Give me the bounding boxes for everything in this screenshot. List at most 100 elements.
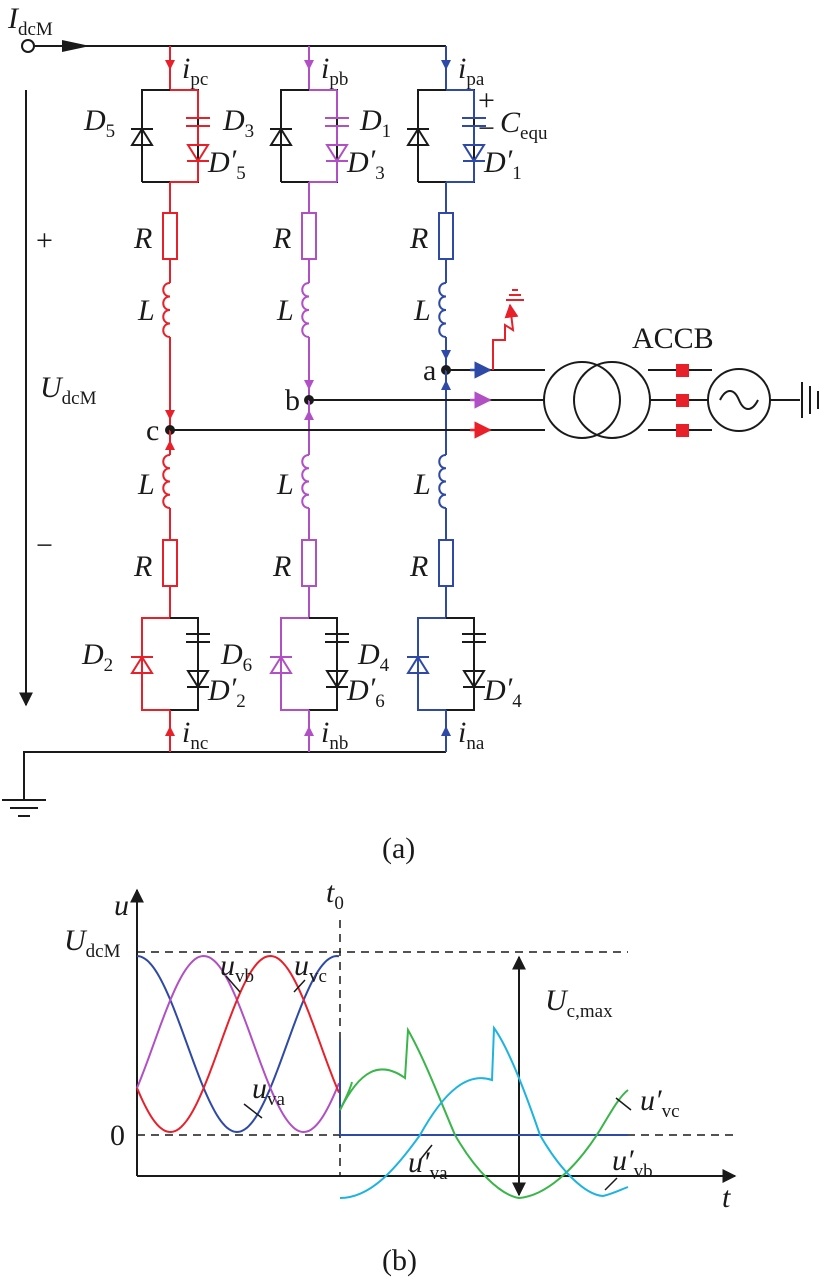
label-uva: uva bbox=[252, 1072, 286, 1110]
node-arrow-bottom-b bbox=[304, 410, 314, 420]
breaker-switch-c bbox=[676, 424, 689, 437]
lower-inductor-label-a: L bbox=[413, 468, 431, 501]
upper-inductor-label-b: L bbox=[276, 294, 294, 327]
upper-diode-c bbox=[130, 127, 154, 146]
lower-resistor-label-b: R bbox=[272, 550, 291, 583]
wave-uvb-prime bbox=[339, 1025, 629, 1199]
lower-resistor-b bbox=[301, 539, 317, 587]
upper-current-label-c: ipc bbox=[182, 52, 208, 90]
upper-diode-label-b: D3 bbox=[222, 104, 254, 142]
label-uvc-prime: u′vc bbox=[640, 1084, 680, 1122]
lower-resistor-label-c: R bbox=[133, 550, 152, 583]
lower-diode-b bbox=[269, 655, 293, 674]
node-a-label: a bbox=[423, 354, 436, 387]
upper-resistor-b bbox=[301, 212, 317, 260]
breaker-switch-b bbox=[676, 394, 689, 407]
lower-aux-diode-a bbox=[462, 670, 486, 689]
label-uvb-prime: u′vb bbox=[612, 1144, 653, 1182]
plus-sign: + bbox=[36, 224, 53, 257]
lower-sm-right-a bbox=[446, 617, 475, 711]
wave-uvb bbox=[136, 954, 340, 1134]
dc-current-label: IdcM bbox=[7, 2, 53, 40]
upper-sm-box-a bbox=[417, 89, 475, 183]
wave-uvc-prime-start bbox=[339, 1081, 353, 1111]
lower-current-arrow-a bbox=[441, 726, 451, 736]
lower-sm-right-b bbox=[309, 617, 338, 711]
lower-current-label-c: inc bbox=[182, 716, 208, 754]
node-arrow-top-b bbox=[304, 380, 314, 390]
breaker-switch-a bbox=[676, 364, 689, 377]
upper-resistor-label-c: R bbox=[133, 222, 152, 255]
lower-resistor-c bbox=[162, 539, 178, 587]
dc-current-arrow bbox=[62, 40, 90, 52]
lower-inductor-c bbox=[162, 454, 171, 509]
upper-current-arrow-b bbox=[304, 60, 314, 70]
lower-inductor-b bbox=[301, 454, 310, 509]
breaker-label: ACCB bbox=[632, 322, 714, 355]
lower-resistor-a bbox=[438, 539, 454, 587]
minus-sign: − bbox=[36, 529, 53, 562]
upper-resistor-c bbox=[162, 212, 178, 260]
lower-diode-label-b: D6 bbox=[220, 638, 252, 676]
lower-aux-diode-label-a: D′4 bbox=[483, 672, 522, 712]
caption-a: (a) bbox=[382, 832, 415, 865]
upper-diode-a bbox=[406, 127, 430, 146]
upper-current-label-b: ipb bbox=[321, 52, 348, 90]
waveform-panel: u t UdcM 0 t0 Uc,max uvb uvc uva u′va u′… bbox=[64, 876, 738, 1277]
lower-current-arrow-c bbox=[165, 726, 175, 736]
lower-inductor-a bbox=[438, 454, 447, 509]
node-arrow-top-c bbox=[165, 410, 175, 420]
label-uva-prime: u′va bbox=[408, 1146, 448, 1184]
upper-sm-box-b bbox=[280, 89, 338, 183]
zero-level-label: 0 bbox=[110, 1119, 125, 1152]
upper-aux-diode-label-a: D′1 bbox=[483, 144, 522, 184]
lower-aux-diode-label-b: D′6 bbox=[346, 672, 385, 712]
lower-diode-a bbox=[406, 655, 430, 674]
udcm-level-label: UdcM bbox=[64, 924, 121, 962]
capacitor-label: Cequ bbox=[500, 106, 548, 144]
upper-resistor-label-a: R bbox=[409, 222, 428, 255]
label-uvb: uvb bbox=[220, 949, 254, 987]
ground-fault-icon bbox=[492, 303, 519, 370]
upper-current-label-a: ipa bbox=[458, 52, 485, 90]
label-uvc: uvc bbox=[294, 949, 327, 987]
upper-inductor-b bbox=[301, 282, 310, 338]
upper-aux-diode-b bbox=[325, 144, 349, 163]
lower-sm-left-b bbox=[280, 617, 309, 711]
node-c-label: c bbox=[146, 414, 159, 447]
upper-diode-label-c: D5 bbox=[83, 104, 115, 142]
node-arrow-bottom-c bbox=[165, 440, 175, 450]
lower-current-arrow-b bbox=[304, 726, 314, 736]
ucmax-label: Uc,max bbox=[545, 984, 613, 1022]
lower-diode-label-c: D2 bbox=[81, 638, 113, 676]
dc-bus-negative bbox=[23, 751, 446, 800]
caption-b: (b) bbox=[382, 1244, 417, 1277]
upper-diode-b bbox=[269, 127, 293, 146]
node-arrow-bottom-a bbox=[441, 380, 451, 390]
lower-aux-diode-c bbox=[186, 670, 210, 689]
upper-inductor-label-c: L bbox=[137, 294, 155, 327]
lower-aux-diode-b bbox=[325, 670, 349, 689]
dc-terminal bbox=[21, 39, 35, 53]
upper-resistor-label-b: R bbox=[272, 222, 291, 255]
transformer-primary-icon bbox=[543, 361, 621, 439]
upper-aux-diode-c bbox=[186, 144, 210, 163]
upper-current-arrow-a bbox=[441, 60, 451, 70]
cap-plus-sign: + bbox=[478, 84, 495, 117]
wave-uvc bbox=[136, 954, 340, 1134]
lower-inductor-label-b: L bbox=[276, 468, 294, 501]
upper-inductor-a bbox=[438, 282, 447, 338]
lower-aux-diode-label-c: D′2 bbox=[207, 672, 246, 712]
node-arrow-top-a bbox=[441, 350, 451, 360]
lower-diode-label-a: D4 bbox=[357, 638, 390, 676]
lower-current-label-a: ina bbox=[458, 716, 485, 754]
cap-minus-sign: − bbox=[478, 112, 495, 145]
upper-aux-diode-label-c: D′5 bbox=[207, 144, 246, 184]
lower-resistor-label-a: R bbox=[409, 550, 428, 583]
dc-voltage-label: UdcM bbox=[40, 371, 97, 409]
